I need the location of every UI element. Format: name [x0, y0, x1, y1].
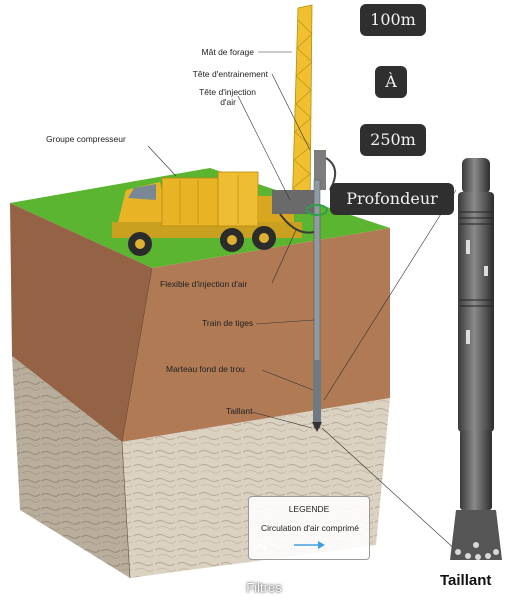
- tool-port-1: [466, 240, 470, 254]
- tool-title: Taillant: [440, 572, 492, 589]
- truck-window: [128, 184, 156, 200]
- label-air-hose: Flexible d'injection d'air: [160, 279, 248, 289]
- label-dth-hammer: Marteau fond de trou: [166, 364, 245, 374]
- drilling-mast: [272, 4, 337, 215]
- label-bit: Taillant: [226, 406, 253, 416]
- legend-item-label: Circulation d'air comprimé: [261, 523, 359, 533]
- compressor-truck: [112, 171, 302, 256]
- chevron-up-icon[interactable]: [253, 543, 267, 551]
- dth-tool-detail: [450, 158, 502, 560]
- bit-head: [450, 510, 502, 560]
- mast-base: [272, 190, 320, 214]
- tool-port-3: [466, 330, 470, 344]
- label-drive-head: Tête d'entrainement: [192, 69, 268, 79]
- tool-grooves: [460, 211, 492, 307]
- label-air-injection-head-line1: Tête d'injection: [199, 87, 256, 97]
- bit-buttons: [455, 542, 499, 560]
- mast-lattice: [292, 19, 313, 203]
- filters-button[interactable]: Filtres: [246, 580, 282, 595]
- tool-body: [458, 192, 494, 432]
- tool-lower-body: [460, 430, 492, 510]
- tool-upper-cap: [462, 158, 490, 194]
- wheel-1-hub: [135, 239, 145, 249]
- block-edge: [121, 267, 153, 579]
- soil-side: [10, 203, 152, 442]
- air-hose: [279, 213, 315, 234]
- air-arrow-icon: [294, 541, 325, 549]
- badge-to: À: [375, 66, 407, 98]
- wheel-3-hub: [259, 233, 269, 243]
- rock-side: [12, 356, 130, 578]
- badge-depth-max: 250m: [360, 124, 426, 156]
- tool-port-2: [484, 266, 488, 276]
- ground-block: [10, 168, 390, 579]
- label-compressor: Groupe compresseur: [46, 134, 126, 144]
- compressor-box-1: [161, 177, 219, 227]
- label-air-injection-head-line2: d'air: [220, 97, 236, 107]
- legend-title: LEGENDE: [288, 504, 330, 514]
- label-mast: Mât de forage: [201, 47, 254, 57]
- air-injection-collar: [306, 204, 328, 216]
- badge-depth: Profondeur: [330, 183, 454, 215]
- badge-depth-min: 100m: [360, 4, 426, 36]
- drill-string: [306, 179, 328, 432]
- legend-box: LEGENDE Circulation d'air comprimé: [248, 496, 370, 560]
- leader-lines: [147, 51, 459, 553]
- dth-hammer-body: [313, 360, 321, 422]
- wheel-2-hub: [227, 235, 237, 245]
- label-drill-string: Train de tiges: [202, 318, 254, 328]
- soil-front: [122, 228, 390, 442]
- drill-bit-tip: [312, 422, 322, 432]
